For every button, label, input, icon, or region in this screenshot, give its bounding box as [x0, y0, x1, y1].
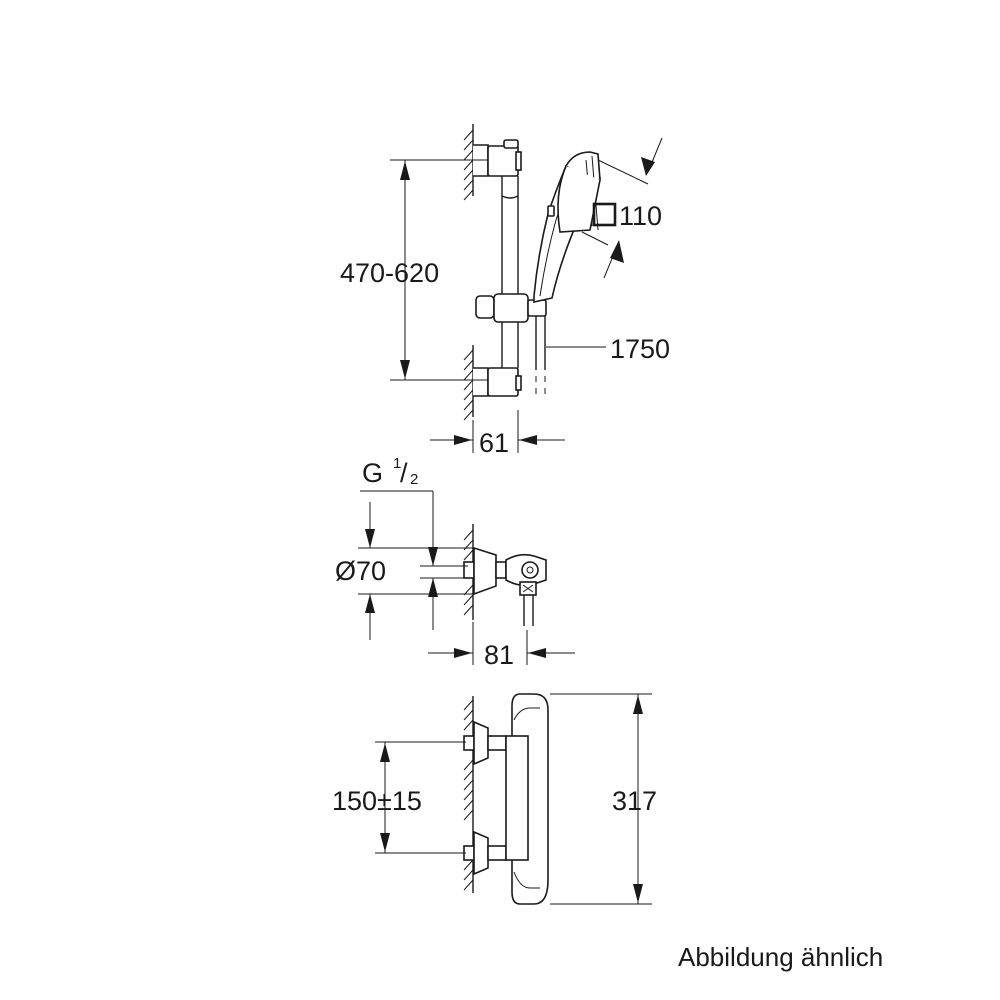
connector-depth-label: 81 [484, 640, 514, 670]
shower-rail [501, 176, 519, 368]
dimension-arrow-icon [380, 833, 390, 852]
rail-slider [475, 293, 547, 323]
thermostat-mixer: 150±15 317 [332, 693, 657, 905]
dimension-arrow-icon [428, 547, 438, 566]
hand-shower-size-dimension [581, 137, 663, 279]
rosette-diameter-label: Ø70 [335, 556, 386, 586]
dimension-arrow-icon [633, 695, 643, 714]
dimension-arrow-icon [454, 648, 472, 658]
wall-connector: G 1 / 2 Ø70 81 [335, 455, 575, 670]
dimension-arrow-icon [454, 435, 472, 445]
upper-wall-bracket [473, 139, 522, 177]
lower-wall-bracket [473, 367, 522, 397]
shower-rail-set: 470-620 110 1750 61 [340, 124, 670, 458]
dimension-arrow-icon [633, 884, 643, 903]
height-range-label: 470-620 [340, 258, 439, 288]
thread-fraction-denominator: 2 [410, 471, 418, 488]
dimension-arrow-icon [400, 360, 410, 379]
dimension-arrow-icon [528, 648, 546, 658]
dimension-arrow-icon [641, 157, 655, 176]
dimension-arrow-icon [380, 743, 390, 762]
dimension-arrow-icon [400, 161, 410, 180]
square-profile-icon [592, 202, 617, 227]
dimension-arrow-icon [610, 240, 624, 263]
dimension-arrow-icon [428, 578, 438, 597]
image-caption: Abbildung ähnlich [678, 942, 883, 972]
hose-length-label: 1750 [610, 334, 670, 364]
thermostat-height-label: 317 [612, 786, 657, 816]
center-distance-label: 150±15 [332, 786, 422, 816]
wall-hatch-icon [463, 124, 474, 421]
shower-hose [535, 316, 546, 394]
hand-shower-size-label: 110 [619, 201, 662, 231]
height-range-dimension [390, 159, 488, 381]
rail-depth-label: 61 [479, 428, 509, 458]
thread-fraction-numerator: 1 [393, 455, 401, 472]
thread-fraction-slash: / [400, 458, 408, 488]
dimension-arrow-icon [365, 529, 375, 548]
wall-hatch-icon [463, 696, 474, 893]
hand-shower [533, 151, 602, 303]
thread-label: G [362, 458, 383, 488]
rail-depth-dimension [430, 410, 565, 453]
dimension-arrow-icon [519, 435, 537, 445]
dimension-arrow-icon [365, 594, 375, 613]
